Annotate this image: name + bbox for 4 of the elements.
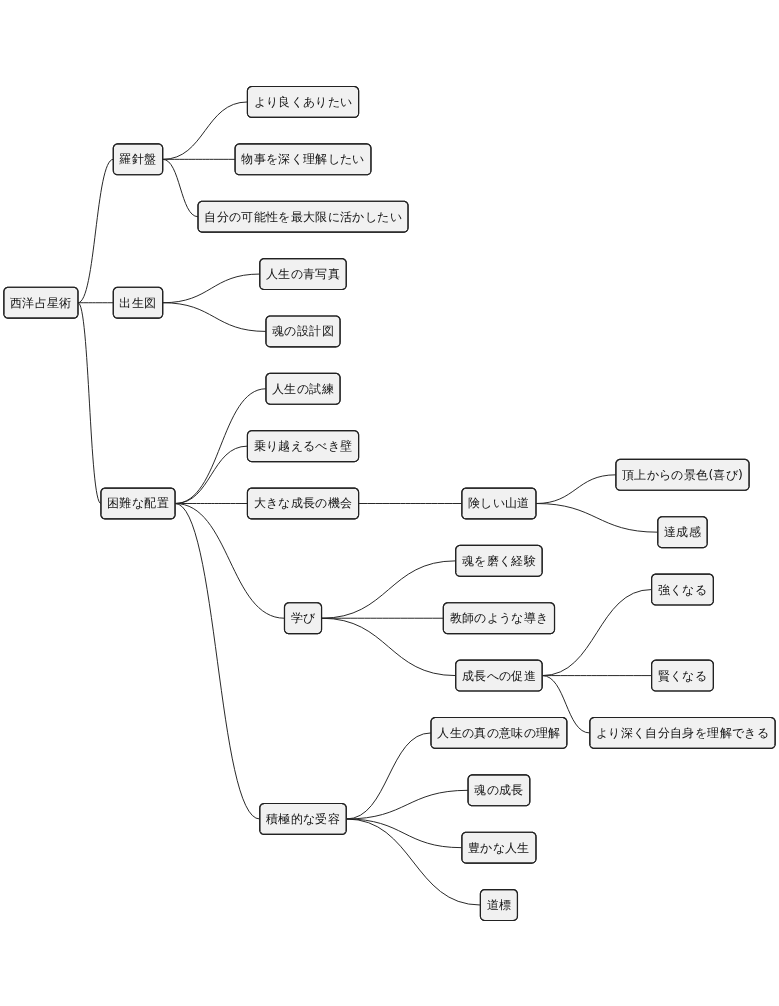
connector (162, 158, 199, 217)
connector (162, 101, 248, 160)
connector (77, 301, 114, 303)
connector (77, 158, 114, 303)
